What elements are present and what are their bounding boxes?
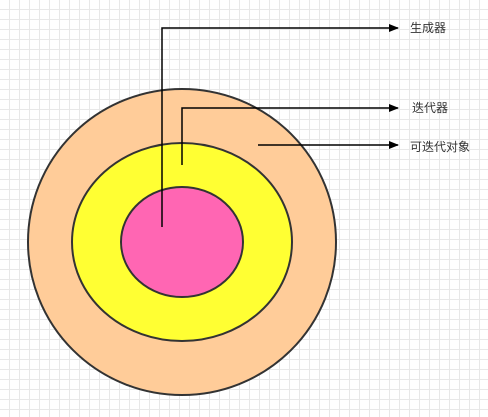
iterator-connector <box>181 104 399 165</box>
iterator-label: 迭代器 <box>412 101 449 115</box>
generator-connector <box>161 24 399 227</box>
iterable-label: 可迭代对象 <box>410 140 471 154</box>
generator-label: 生成器 <box>410 21 447 35</box>
generator-circle <box>120 186 244 298</box>
